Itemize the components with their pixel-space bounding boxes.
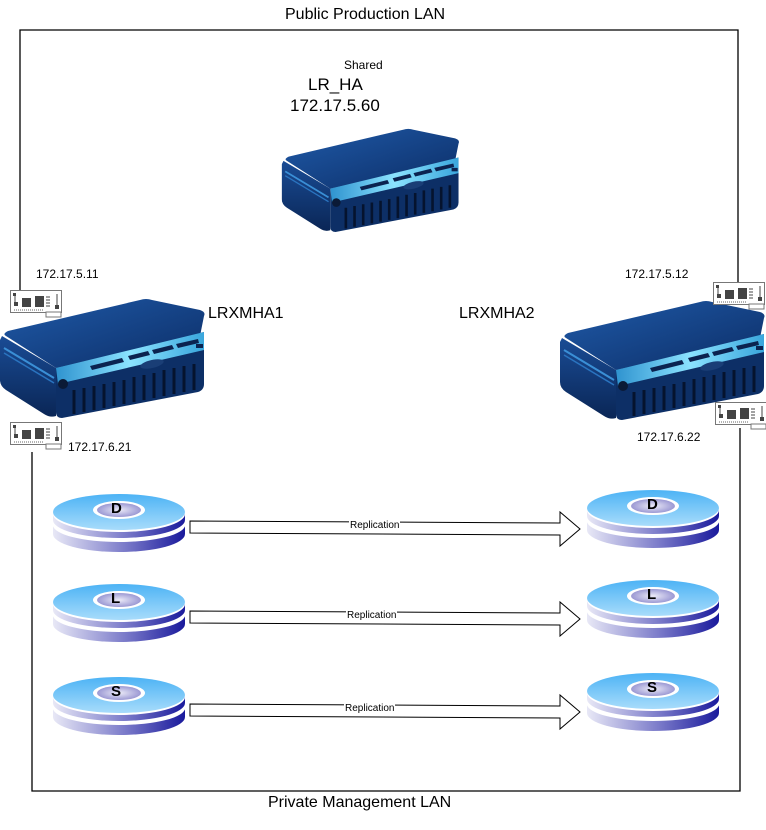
private-lan-line — [31, 428, 741, 792]
public-lan-line — [19, 29, 739, 290]
node2-public-ip: 172.17.5.12 — [625, 267, 689, 281]
source-disk-letter: S — [111, 683, 122, 700]
target-disk-letter: L — [647, 586, 657, 603]
target-disk-letter: S — [647, 679, 658, 696]
shared-name: LR_HA — [308, 75, 363, 94]
source-disk-letter: D — [111, 500, 122, 517]
public-lan-label: Public Production LAN — [285, 6, 446, 23]
node1-public-ip: 172.17.5.11 — [36, 267, 99, 281]
nic-private-node1-icon — [10, 422, 62, 450]
nic-public-node1-icon — [10, 290, 62, 318]
source-disk-letter: L — [111, 590, 121, 607]
shared-ip: 172.17.5.60 — [290, 96, 380, 115]
nic-private-node2-icon — [715, 402, 766, 430]
node2-hostname: LRXMHA2 — [459, 305, 535, 322]
node1-private-ip: 172.17.6.21 — [68, 440, 132, 454]
shared-caption: Shared — [344, 58, 383, 72]
shared-server-icon — [268, 128, 474, 232]
nic-public-node2-icon — [713, 282, 765, 310]
node1-hostname: LRXMHA1 — [208, 305, 284, 322]
replication-label: Replication — [344, 703, 396, 714]
private-lan-label: Private Management LAN — [268, 794, 452, 811]
target-disk-letter: D — [647, 496, 658, 513]
replication-label: Replication — [346, 610, 398, 621]
replication-label: Replication — [349, 520, 401, 531]
node2-private-ip: 172.17.6.22 — [637, 430, 701, 444]
